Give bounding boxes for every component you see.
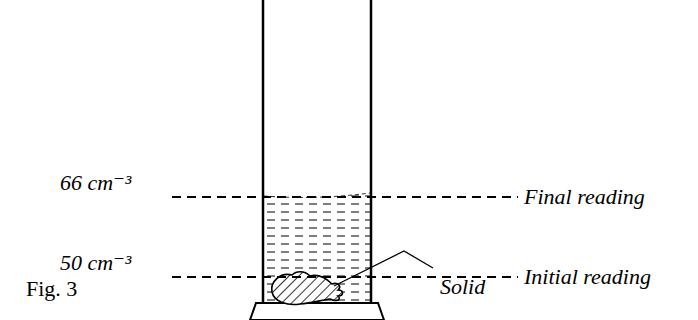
leader-line [334,251,433,286]
part-label: Solid [440,275,485,299]
reading-label: Initial reading [524,265,651,289]
cylinder-base [250,303,384,320]
final-reading-line [172,196,518,198]
volume-value: 50 cm⁻³ [60,251,131,275]
figure-number: Fig. 3 [26,277,77,301]
volume-value: 66 cm⁻³ [60,171,131,195]
cylinder-wall [370,0,373,303]
cylinder-wall [262,0,265,303]
reading-label: Final reading [524,185,645,209]
